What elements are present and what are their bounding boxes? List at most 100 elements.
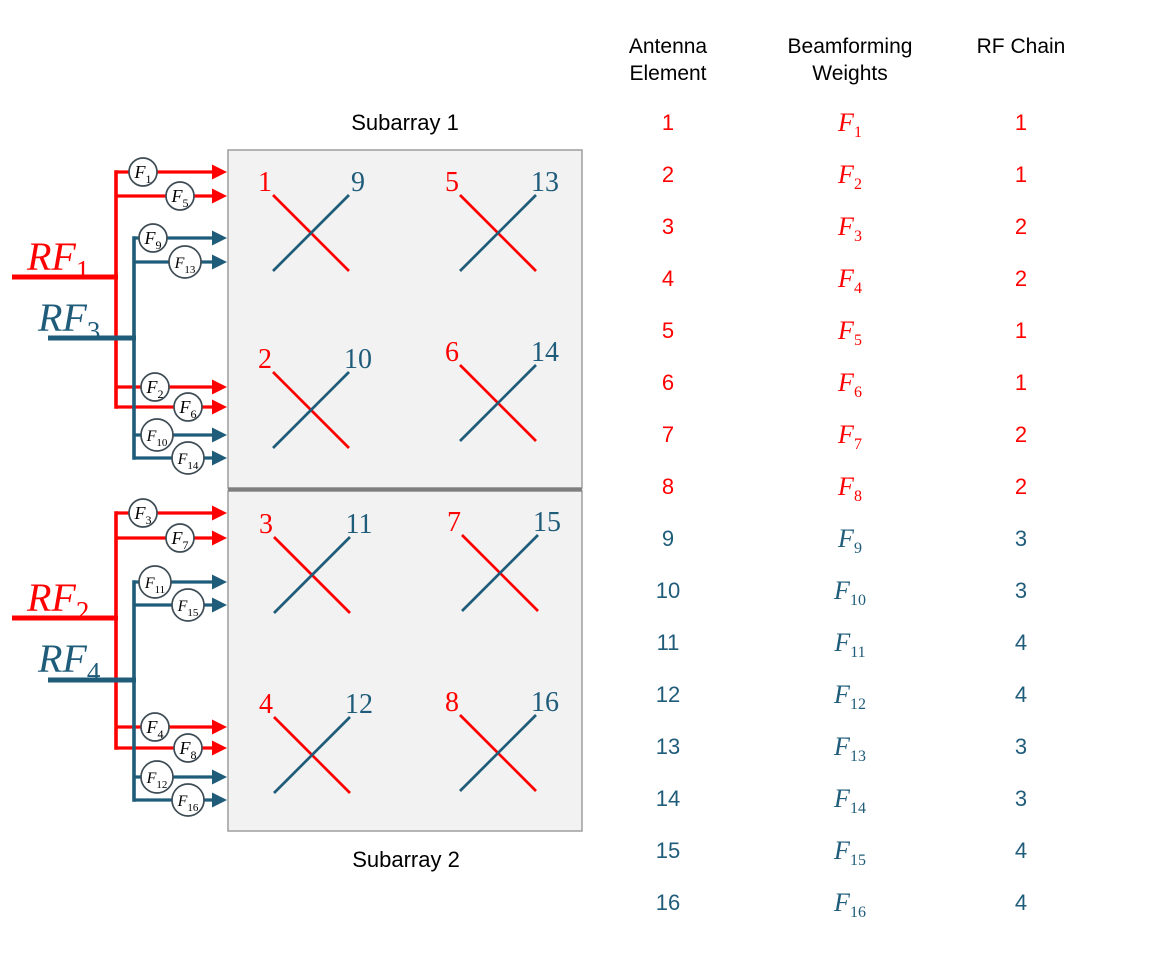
antenna-element-cell: 13: [655, 734, 681, 759]
weight-symbol: F: [838, 420, 854, 449]
beamforming-weight-cell: F14: [736, 784, 964, 818]
beamforming-weight-cell: F10: [736, 576, 964, 610]
weight-symbol: F: [834, 576, 850, 605]
weight-f7-arrowhead-icon: [212, 530, 227, 546]
weight-f16-circle: [171, 783, 205, 817]
weight-symbol: F: [838, 108, 854, 137]
subarray-title-1: Subarray 1: [351, 110, 459, 135]
antenna-element-15-blue-diagonal: [461, 534, 539, 612]
beamforming-weight-cell: F12: [736, 680, 964, 713]
beamforming-weight-cell: F7: [736, 420, 964, 453]
weight-subscript: 5: [853, 332, 862, 350]
antenna-element-cell: 10: [655, 578, 681, 603]
weight-f2-arrowhead-icon: [212, 379, 227, 395]
antenna-element-14-blue-diagonal: [459, 364, 537, 442]
antenna-element-cell: 15: [655, 838, 681, 863]
antenna-element-cell: 2: [661, 162, 675, 187]
weight-f9-arrowhead-icon: [212, 230, 227, 246]
antenna-element-cell: 16: [655, 890, 681, 915]
weight-f11-label: F11: [144, 575, 165, 596]
rf-chain-cell: 3: [1014, 734, 1028, 759]
antenna-element-12-blue-diagonal: [273, 716, 351, 794]
weight-subscript: 4: [853, 280, 862, 298]
beamforming-weight-cell: F16: [736, 888, 964, 922]
rf4-label: RF4: [37, 636, 101, 687]
weight-symbol: F: [834, 888, 850, 917]
antenna-element-9-label: 9: [351, 167, 365, 198]
weight-f13-label: F13: [174, 255, 196, 276]
weight-f7-circle: [165, 523, 195, 553]
beamforming-weight-cell: F9: [736, 524, 964, 557]
column-header-line: Antenna: [628, 35, 708, 58]
weight-symbol: F: [834, 628, 851, 657]
column-header-rf-chain: RF Chain: [964, 33, 1078, 87]
rf2-label: RF2: [26, 575, 89, 626]
weight-f16-label: F16: [177, 793, 199, 814]
column-header-line: Beamforming: [787, 35, 913, 58]
weight-f3-circle: [128, 498, 158, 528]
weight-f4-arrowhead-icon: [212, 719, 227, 735]
weight-f6-label: F6: [179, 397, 197, 421]
weight-f7-label: F7: [171, 528, 189, 552]
beamforming-weight-cell: F6: [736, 368, 964, 401]
weight-subscript: 3: [853, 228, 862, 246]
antenna-element-9-blue-diagonal: [272, 194, 350, 272]
subarray-title-2: Subarray 2: [352, 847, 460, 872]
weight-f4-label: F4: [146, 717, 164, 741]
weight-symbol: F: [834, 784, 850, 813]
weight-subscript: 1: [853, 124, 862, 142]
rf-chain-cell: 1: [1014, 370, 1028, 395]
weight-f15-arrowhead-icon: [212, 597, 227, 613]
antenna-element-cell: 8: [661, 474, 675, 499]
antenna-element-1-label: 1: [258, 167, 272, 198]
antenna-element-cell: 7: [661, 422, 675, 447]
weight-f8-circle: [173, 733, 203, 763]
rf-chain-cell: 2: [1014, 266, 1028, 291]
weight-subscript: 16: [849, 904, 866, 922]
rf-chain-cell: 3: [1014, 526, 1028, 551]
antenna-element-6-label: 6: [445, 337, 459, 368]
rf1-label: RF1: [26, 234, 89, 285]
weight-symbol: F: [838, 524, 854, 553]
weight-f12-label: F12: [146, 770, 168, 791]
beamforming-weight-cell: F8: [736, 472, 964, 505]
antenna-element-cell: 6: [661, 370, 675, 395]
antenna-element-cell: 11: [656, 630, 680, 655]
antenna-element-11-label: 11: [346, 509, 373, 540]
antenna-element-7-label: 7: [447, 507, 461, 538]
weight-f8-arrowhead-icon: [212, 740, 227, 756]
rf-chain-cell: 1: [1014, 110, 1028, 135]
antenna-element-15-label: 15: [533, 507, 561, 538]
weight-f2-circle: [140, 372, 170, 402]
weight-f8-label: F8: [179, 738, 197, 762]
beamforming-weight-cell: F15: [736, 836, 964, 869]
antenna-element-cell: 3: [661, 214, 675, 239]
weight-f9-circle: [138, 223, 168, 253]
rf-chain-cell: 3: [1014, 786, 1028, 811]
weight-f11-circle: [138, 565, 172, 599]
weight-subscript: 13: [849, 748, 866, 766]
beamforming-weight-cell: F13: [736, 732, 964, 766]
weight-f13-circle: [168, 245, 202, 279]
weight-symbol: F: [834, 732, 850, 761]
beamforming-weight-cell: F5: [736, 316, 964, 350]
rf-chain-cell: 2: [1014, 422, 1028, 447]
weight-f10-circle: [140, 418, 174, 452]
weight-f5-arrowhead-icon: [212, 188, 227, 204]
subarray-box-2: [227, 490, 583, 832]
weight-f1-circle: [128, 157, 158, 187]
weight-subscript: 11: [850, 644, 866, 662]
weight-subscript: 10: [849, 592, 866, 610]
antenna-element-3-label: 3: [259, 509, 273, 540]
weight-subscript: 14: [849, 800, 866, 818]
